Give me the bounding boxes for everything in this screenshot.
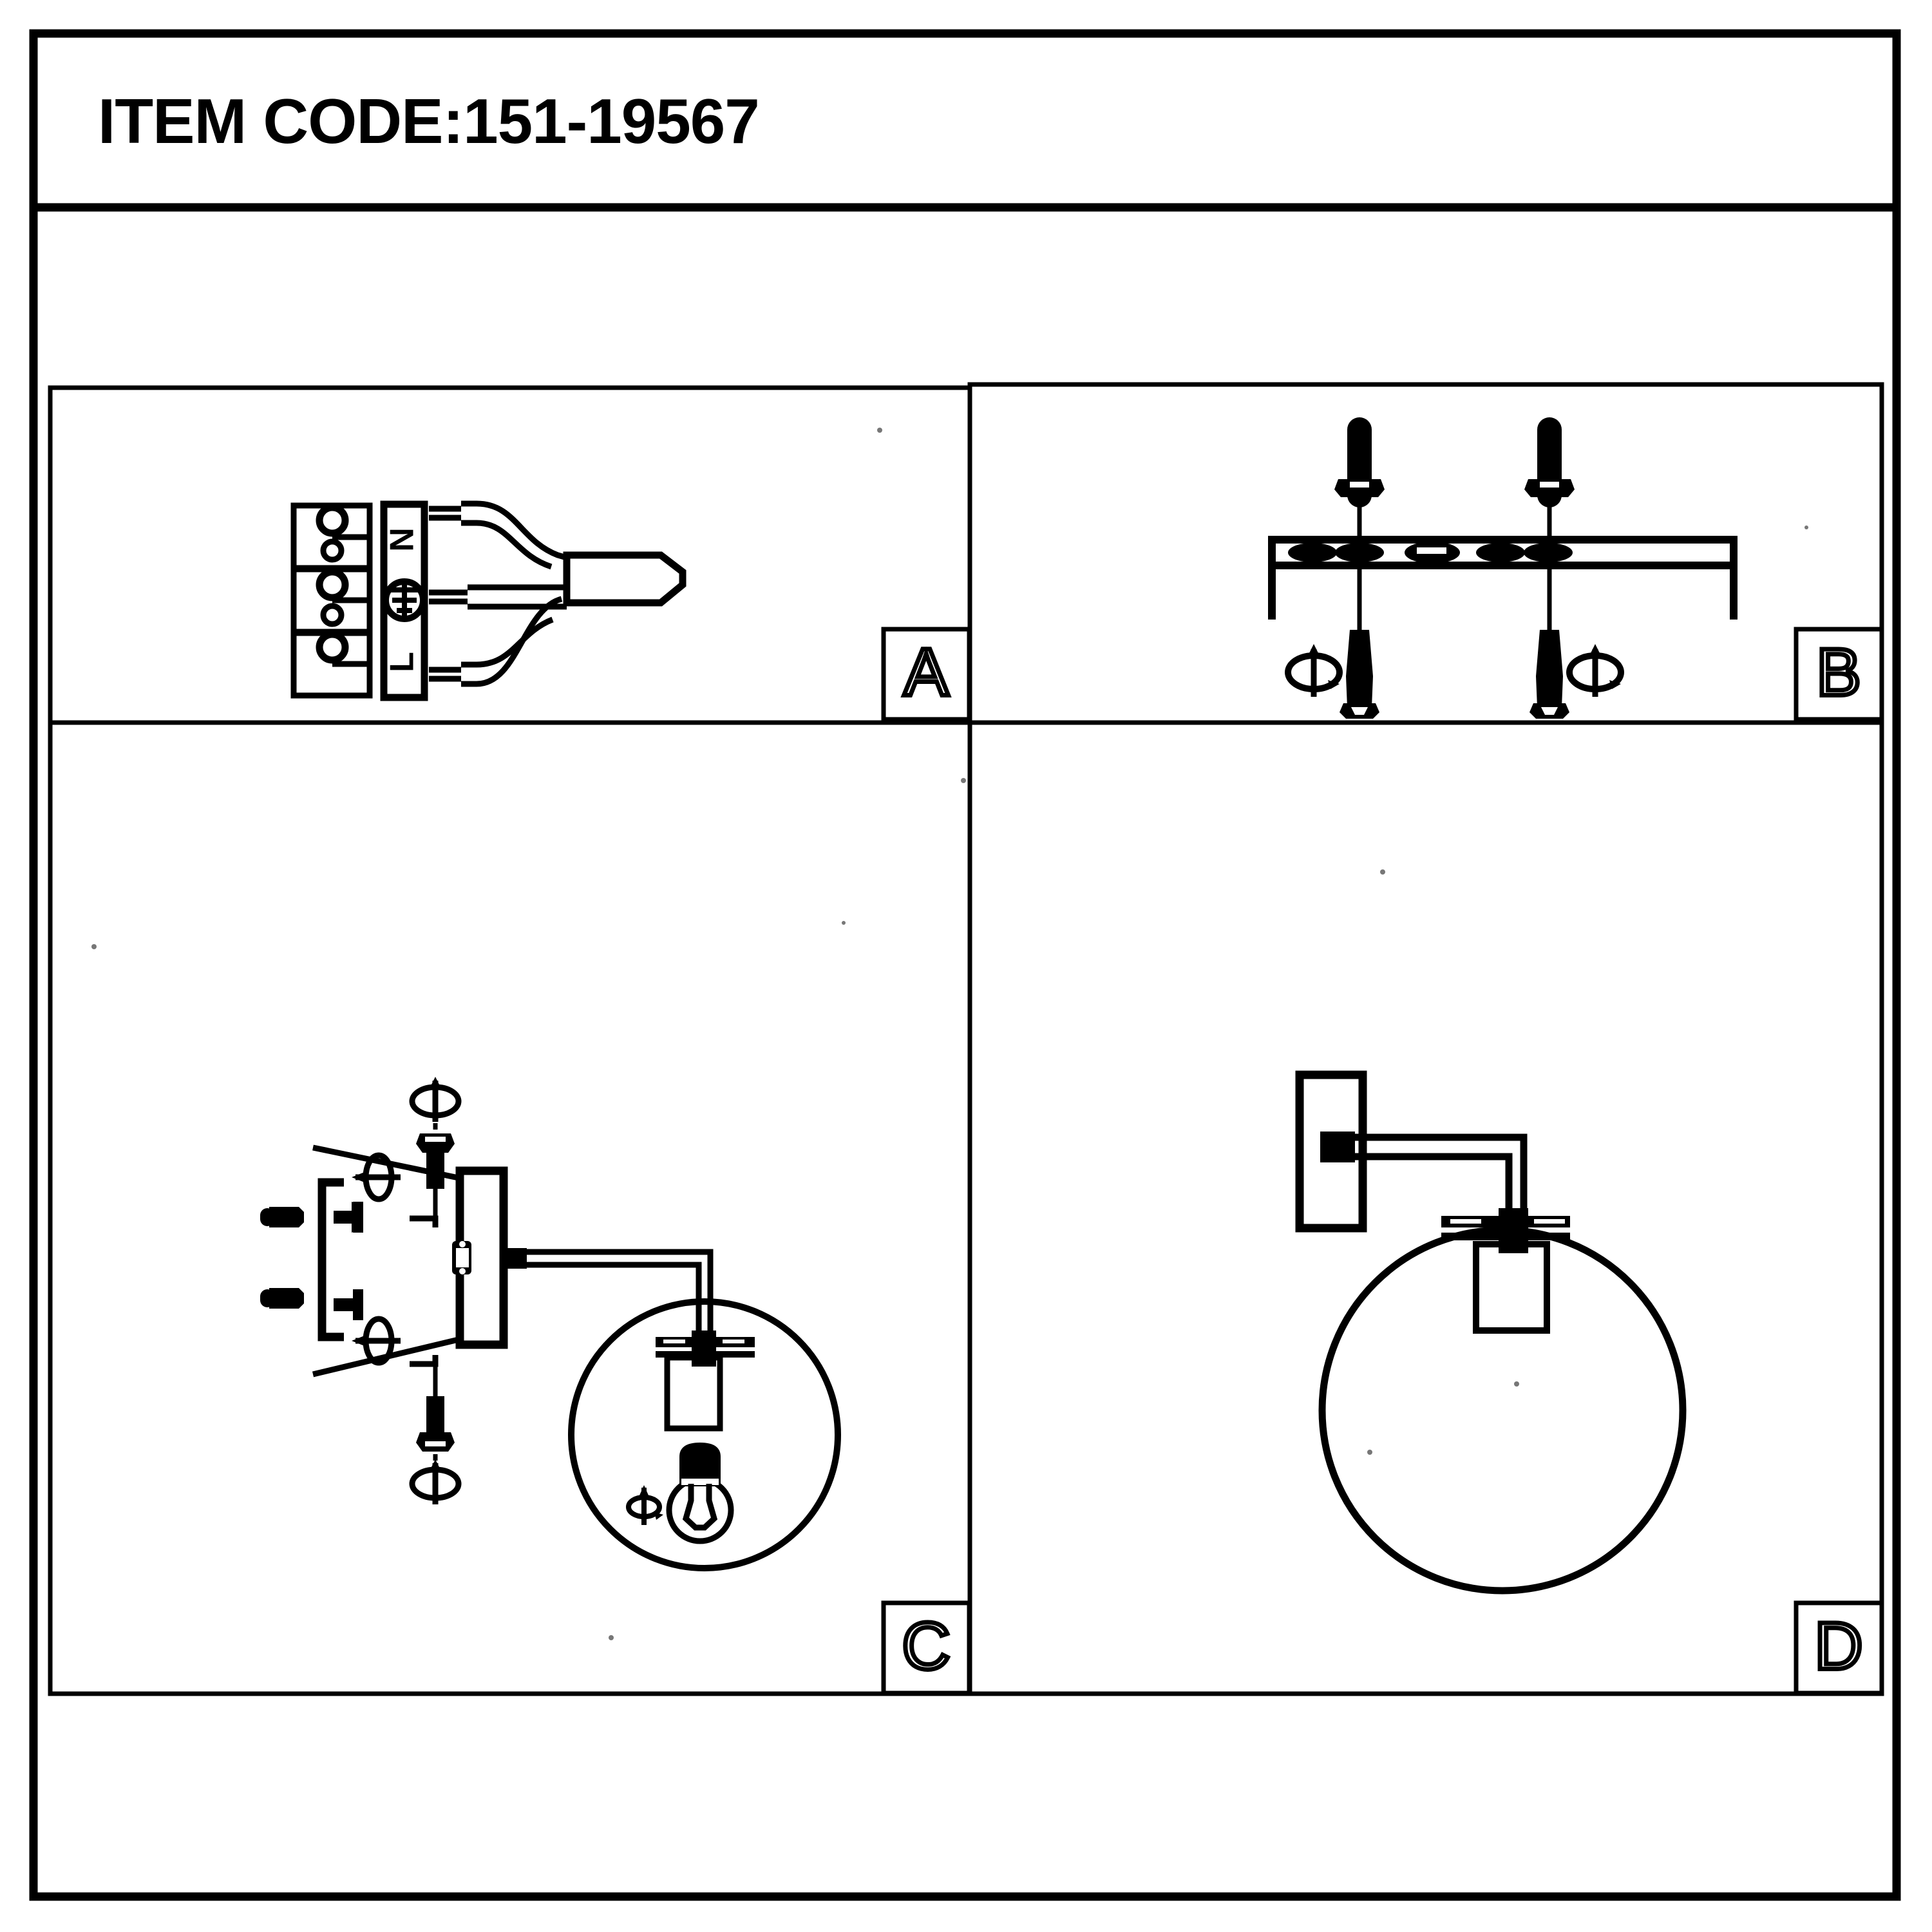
- bulb-c: [666, 1443, 734, 1544]
- panel-label-a-text: A: [904, 635, 949, 710]
- earth-symbol-icon: [383, 578, 426, 622]
- mounting-bracket-body: [1268, 536, 1738, 569]
- backplate-d: [1295, 1070, 1367, 1233]
- lamp-holder-c: [664, 1354, 723, 1432]
- arm-d-inner: [1355, 1153, 1513, 1220]
- panel-label-c: C: [881, 1600, 972, 1696]
- panel-b-illustration: [1268, 417, 1738, 719]
- bracket-holes: [1288, 543, 1573, 562]
- cap-screw-bottom-c: [410, 1355, 455, 1452]
- rotation-symbol-b-right: [1566, 644, 1624, 697]
- panel-label-b: B: [1794, 627, 1884, 722]
- panel-c-illustration: [260, 1077, 841, 1571]
- globe-c: [568, 1298, 841, 1571]
- wall-plug-c-top: [269, 1207, 304, 1227]
- rotation-symbol-c-bracket-top: [352, 1152, 401, 1202]
- bracket-centre-slot: [1405, 542, 1460, 564]
- screw-right: [1530, 630, 1569, 719]
- lamp-holder-d: [1473, 1241, 1550, 1334]
- page-title: ITEM CODE:151-19567: [98, 86, 759, 156]
- collar-c: [656, 1331, 755, 1367]
- panel-d-illustration: [1295, 1070, 1687, 1595]
- collar-d: [1441, 1208, 1570, 1253]
- arm-c: [504, 1248, 714, 1343]
- wall-plug-right: [1524, 417, 1575, 507]
- rotation-symbol-c-bracket-bottom: [352, 1316, 401, 1366]
- terminal-label-l: L: [384, 652, 421, 672]
- panel-label-d: D: [1794, 1600, 1884, 1696]
- arm-d: [1355, 1133, 1528, 1220]
- panel-d: [967, 720, 1884, 1696]
- bracket-screws-c: [334, 1202, 363, 1320]
- cable-conductors: [429, 500, 568, 687]
- outer-frame: [29, 29, 1901, 1901]
- rotation-symbol-c-bulb: [626, 1485, 663, 1525]
- wall-plug-left: [1334, 417, 1385, 507]
- screw-left: [1340, 630, 1379, 719]
- panel-label-b-text: B: [1816, 635, 1861, 710]
- rotation-symbol-c-cap-bottom: [409, 1454, 462, 1504]
- rotation-symbol-c-cap-top: [409, 1077, 462, 1135]
- panel-a-illustration: N L: [290, 500, 687, 701]
- backplate-keyhole-c: [452, 1241, 471, 1274]
- panel-label-a: A: [881, 627, 972, 722]
- cable-sheath: [563, 551, 687, 607]
- bracket-perspective: [317, 1178, 344, 1341]
- bracket-screw-bottom: [334, 1298, 354, 1311]
- arm-joint-d: [1320, 1132, 1355, 1162]
- terminal-label-n: N: [384, 527, 421, 552]
- scan-speckles: [91, 428, 1808, 1640]
- cap-screw-top-c: [410, 1133, 455, 1227]
- rotation-symbol-b-left: [1285, 644, 1343, 697]
- panel-label-d-text: D: [1814, 1609, 1862, 1683]
- panel-label-c-text: C: [902, 1609, 950, 1683]
- terminal-screws: [316, 504, 349, 664]
- wall-plugs-c: [260, 1207, 304, 1309]
- wall-plug-c-bottom: [269, 1288, 304, 1309]
